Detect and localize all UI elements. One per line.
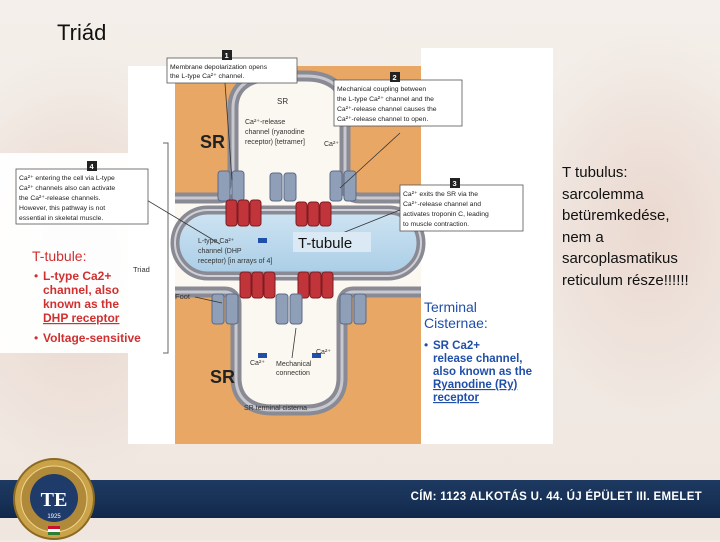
cisternae-line-3: also known as the (433, 366, 532, 378)
ryr-label-3: receptor) [tetramer] (245, 139, 305, 146)
t-tubule-note-line-2: channel, also (43, 283, 119, 297)
sr-top-label: SR (200, 132, 225, 152)
side-note-line: reticulum része!!!!!! (562, 271, 689, 289)
sr-terminal-label: SR terminal cisterna (244, 405, 307, 412)
callout-1-line-1: Membrane depolarization opens (170, 64, 268, 71)
cisternae-line-4: Ryanodine (Ry) (433, 379, 518, 391)
callout-4: 4 Ca²⁺ entering the cell via L-type Ca²⁺… (15, 161, 149, 225)
bullet-icon: • (34, 269, 38, 283)
t-tubule-label: T-tubule (298, 235, 352, 252)
ryr-label-2: channel (ryanodine (245, 129, 305, 136)
t-tubule-note-line-1: L-type Ca2+ (43, 269, 111, 283)
triad-bracket (163, 142, 169, 354)
side-note: T tubulus: sarcolemma betüremkedése, nem… (562, 162, 720, 291)
sr-bottom-label: SR (210, 367, 235, 387)
callout-1-number: 1 (225, 51, 229, 60)
triad-diagram: SR SR SR SR terminal cisterna T-tubule T… (0, 48, 553, 444)
cisternae-note: Terminal Cisternae: • SR Ca2+ release ch… (424, 299, 532, 404)
university-logo-icon: TE 1925 (13, 458, 95, 540)
t-tubule-note-line-4: DHP receptor (43, 311, 120, 325)
callout-2-line-3: Ca²⁺-release channel causes the (337, 106, 437, 113)
callout-number-badge (390, 72, 400, 82)
calcium-marker (258, 353, 267, 358)
cisternae-line-5: receptor (433, 392, 480, 404)
channels-bottom (211, 293, 367, 325)
callout-3-line-1: Ca²⁺ exits the SR via the (403, 191, 478, 198)
side-note-line: nem a (562, 228, 604, 246)
mechanical-label-2: connection (276, 370, 310, 377)
t-tubule-note: T-tubule: • L-type Ca2+ channel, also kn… (32, 248, 141, 345)
callout-4-line-2: Ca²⁺ channels also can activate (19, 185, 115, 192)
channels-top (217, 170, 357, 202)
ca-top-label: Ca²⁺ (324, 141, 339, 148)
ltype-label-3: receptor) [in arrays of 4] (198, 258, 272, 265)
ltype-label-1: L-type Ca²⁺ (198, 238, 235, 245)
t-tubule-note-line-5: Voltage-sensitive (43, 331, 141, 345)
logo-letters: TE (41, 489, 68, 511)
calcium-marker (258, 238, 267, 243)
ryr-channels-top (225, 199, 332, 227)
slide-title: Triád (57, 20, 107, 45)
t-tubule-note-line-3: known as the (43, 297, 119, 311)
callout-4-line-1: Ca²⁺ entering the cell via L-type (19, 175, 115, 182)
callout-4-line-4: However, this pathway is not (19, 205, 105, 212)
callout-3: 3 Ca²⁺ exits the SR via the Ca²⁺-release… (399, 178, 524, 232)
sr-top-small-label: SR (277, 97, 288, 106)
footer-bar (0, 480, 720, 518)
callout-3-line-3: activates troponin C, leading (403, 211, 489, 218)
callout-2-line-2: the L-type Ca²⁺ channel and the (337, 96, 434, 103)
callout-number-badge (222, 50, 232, 60)
callout-4-line-3: the Ca²⁺-release channels. (19, 195, 101, 202)
callout-2: 2 Mechanical coupling between the L-type… (333, 72, 463, 127)
side-note-line: sarcoplasmatikus (562, 250, 678, 267)
side-note-line: betüremkedése, (562, 207, 670, 224)
t-tubule-label-bg (293, 232, 371, 252)
callout-3-line-4: to muscle contraction. (403, 221, 469, 228)
triad-label: Triad (133, 265, 150, 274)
callout-2-number: 2 (393, 73, 397, 82)
callout-1: 1 Membrane depolarization opens the L-ty… (166, 50, 298, 84)
footer-address: CÍM: 1123 ALKOTÁS U. 44. ÚJ ÉPÜLET III. … (410, 491, 702, 503)
bullet-icon: • (34, 331, 38, 345)
ltype-label-2: channel (DHP (198, 248, 242, 255)
logo-year: 1925 (47, 514, 61, 520)
ryr-label-1: Ca²⁺-release (245, 119, 285, 126)
cisternae-line-2: release channel, (433, 353, 523, 365)
ca-bottom-left-label: Ca²⁺ (250, 360, 265, 367)
mechanical-label-1: Mechanical (276, 361, 312, 368)
foot-label: Foot (175, 292, 191, 301)
callout-4-number: 4 (90, 162, 95, 171)
callout-number-badge (450, 178, 460, 188)
t-tubule-note-heading: T-tubule: (32, 248, 86, 264)
callout-3-number: 3 (453, 179, 457, 188)
callout-3-line-2: Ca²⁺-release channel and (403, 201, 481, 208)
ca-bottom-right-label: Ca²⁺ (316, 349, 331, 356)
calcium-marker (312, 353, 321, 358)
side-note-line: sarcolemma (562, 185, 644, 203)
cisternae-heading-2: Cisternae: (424, 315, 488, 331)
callout-2-line-4: Ca²⁺-release channel to open. (337, 116, 428, 123)
cisternae-line-1: SR Ca2+ (433, 340, 480, 352)
bullet-icon: • (424, 338, 428, 352)
ryr-channels-bottom (239, 271, 334, 299)
callout-1-line-2: the L-type Ca²⁺ channel. (170, 73, 244, 80)
callout-2-line-1: Mechanical coupling between (337, 86, 426, 93)
cisternae-heading-1: Terminal (424, 299, 477, 315)
side-note-line: T tubulus: (562, 164, 628, 181)
callout-4-line-5: essential in skeletal muscle. (19, 215, 103, 222)
callout-number-badge (87, 161, 97, 171)
